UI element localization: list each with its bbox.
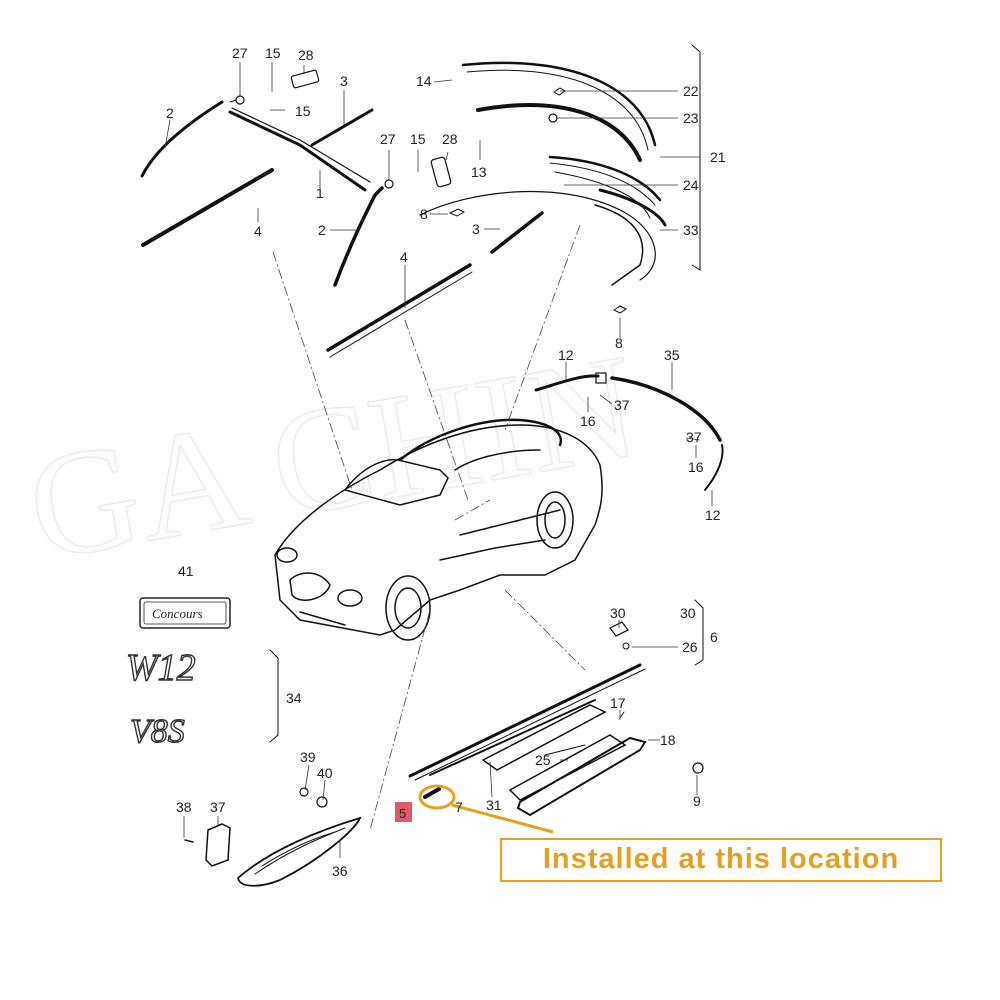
- label-41: 41: [178, 563, 194, 579]
- part-5-highlight-box: [395, 802, 412, 822]
- part-41-concours-badge: Concours: [139, 597, 231, 629]
- label-2-a: 2: [166, 105, 174, 121]
- label-38: 38: [176, 799, 192, 815]
- part-37-vent-bracket: [205, 823, 231, 867]
- watermark: GA CHIN: [17, 323, 649, 593]
- label-15-b: 15: [295, 103, 311, 119]
- callout-leader: [451, 803, 554, 834]
- location-circle: [418, 784, 456, 810]
- label-1: 1: [316, 185, 324, 201]
- label-35: 35: [664, 347, 680, 363]
- label-5: 5: [399, 806, 406, 821]
- label-15-c: 15: [410, 131, 426, 147]
- label-9: 9: [693, 793, 701, 809]
- label-7: 7: [455, 799, 463, 815]
- part-1-windshield-trim: [228, 110, 367, 192]
- label-27-a: 27: [232, 45, 248, 61]
- label-28-b: 28: [442, 131, 458, 147]
- car-body: [274, 418, 603, 641]
- label-4-b: 4: [400, 249, 408, 265]
- label-37-b: 37: [686, 429, 702, 445]
- label-18: 18: [660, 732, 676, 748]
- part-3-lower-strip: [490, 211, 544, 254]
- part-28-clip-a: [290, 69, 320, 89]
- part-2-left-strip: [140, 100, 224, 178]
- label-36: 36: [332, 863, 348, 879]
- label-8-b: 8: [615, 335, 623, 351]
- part-25-scuff-plate: [508, 734, 627, 801]
- part-3-upper-strip: [310, 108, 374, 147]
- part-4-sill-strip: [326, 263, 472, 352]
- label-34: 34: [286, 690, 302, 706]
- label-25: 25: [535, 752, 551, 768]
- label-14: 14: [416, 73, 432, 89]
- label-22: 22: [683, 83, 699, 99]
- part-34-v8s-badge: V8S: [130, 713, 185, 750]
- label-6: 6: [710, 629, 718, 645]
- part-31-sill-plate: [481, 704, 607, 771]
- label-39: 39: [300, 749, 316, 765]
- label-31: 31: [486, 797, 502, 813]
- part-35-rear-seal: [610, 376, 722, 442]
- label-16-a: 16: [580, 413, 596, 429]
- label-27-b: 27: [380, 131, 396, 147]
- installed-location-callout: Installed at this location: [500, 838, 942, 882]
- label-30-a: 30: [610, 605, 626, 621]
- label-15-a: 15: [265, 45, 281, 61]
- label-30-b: 30: [680, 605, 696, 621]
- label-23: 23: [683, 110, 699, 126]
- part-21-door-arc: [419, 190, 656, 281]
- label-26: 26: [682, 639, 698, 655]
- label-3-a: 3: [340, 73, 348, 89]
- label-17: 17: [610, 695, 626, 711]
- label-3-b: 3: [472, 221, 480, 237]
- label-28-a: 28: [298, 47, 314, 63]
- label-12-b: 12: [705, 507, 721, 523]
- concours-badge-text: Concours: [152, 606, 203, 621]
- label-2-b: 2: [318, 222, 326, 238]
- label-40: 40: [317, 765, 333, 781]
- label-37-a: 37: [614, 397, 630, 413]
- part-4-long-strip: [141, 168, 274, 247]
- label-16-b: 16: [688, 459, 704, 475]
- part-18-scuff-cover: [516, 736, 647, 817]
- label-37-c: 37: [210, 799, 226, 815]
- part-28-clip-b: [430, 156, 452, 188]
- part-36-side-vent: [237, 816, 362, 887]
- label-13: 13: [471, 164, 487, 180]
- label-24: 24: [683, 177, 699, 193]
- part-21-roof-seal-inner: [476, 103, 642, 162]
- part-2-a-pillar: [333, 186, 384, 287]
- part-7-sill-strip: [408, 663, 642, 778]
- part-34-w12-badge: W12: [126, 647, 196, 689]
- label-4-a: 4: [254, 223, 262, 239]
- label-12-a: 12: [558, 347, 574, 363]
- part-12-upper-seal: [534, 374, 600, 392]
- part-21-roof-seal-outer: [461, 61, 657, 147]
- label-8-a: 8: [420, 206, 428, 222]
- label-21: 21: [710, 149, 726, 165]
- label-33: 33: [683, 222, 699, 238]
